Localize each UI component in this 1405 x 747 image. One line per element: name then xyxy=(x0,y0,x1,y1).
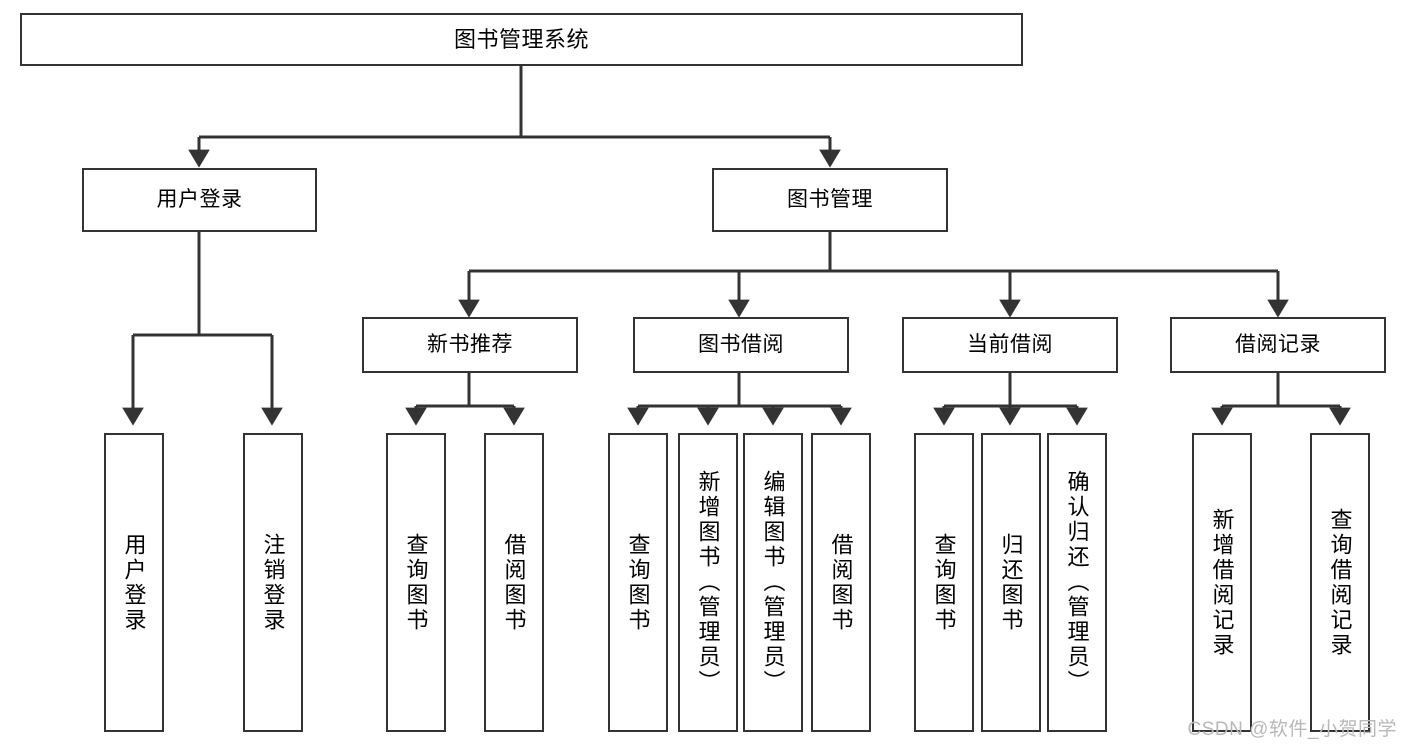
node-label: 注销登录 xyxy=(260,532,286,633)
node-label: 新增图书（管理员） xyxy=(695,470,721,695)
node-leaf-query-books-borrow[interactable]: 查询图书 xyxy=(608,433,668,732)
node-label: 图书管理系统 xyxy=(453,26,589,52)
node-leaf-user-login[interactable]: 用户登录 xyxy=(104,433,164,732)
node-new-book-recommendation[interactable]: 新书推荐 xyxy=(362,317,578,373)
node-leaf-confirm-return-admin[interactable]: 确认归还（管理员） xyxy=(1047,433,1107,732)
node-label: 确认归还（管理员） xyxy=(1064,470,1090,695)
node-book-management[interactable]: 图书管理 xyxy=(712,168,948,232)
node-label: 用户登录 xyxy=(156,187,243,211)
node-leaf-query-borrow-record[interactable]: 查询借阅记录 xyxy=(1310,433,1370,732)
node-label: 查询图书 xyxy=(403,532,429,633)
node-label: 借阅记录 xyxy=(1235,332,1321,356)
node-label: 编辑图书（管理员） xyxy=(760,470,786,695)
node-user-login[interactable]: 用户登录 xyxy=(82,168,317,232)
node-label: 图书管理 xyxy=(787,187,873,211)
node-leaf-add-borrow-record[interactable]: 新增借阅记录 xyxy=(1192,433,1252,732)
node-current-borrowing[interactable]: 当前借阅 xyxy=(902,317,1118,373)
node-label: 借阅图书 xyxy=(501,532,527,633)
node-label: 查询借阅记录 xyxy=(1327,507,1353,658)
node-label: 查询图书 xyxy=(625,532,651,633)
node-label: 归还图书 xyxy=(998,532,1024,633)
node-leaf-logout[interactable]: 注销登录 xyxy=(243,433,303,732)
node-leaf-return-books[interactable]: 归还图书 xyxy=(981,433,1041,732)
node-label: 图书借阅 xyxy=(698,332,784,356)
node-borrowing-records[interactable]: 借阅记录 xyxy=(1170,317,1386,373)
node-label: 借阅图书 xyxy=(828,532,854,633)
node-book-borrowing[interactable]: 图书借阅 xyxy=(633,317,849,373)
node-leaf-edit-book-admin[interactable]: 编辑图书（管理员） xyxy=(743,433,803,732)
watermark-text: CSDN @软件_小贺同学 xyxy=(1187,719,1397,740)
node-leaf-add-book-admin[interactable]: 新增图书（管理员） xyxy=(678,433,738,732)
node-label: 查询图书 xyxy=(931,532,957,633)
node-label: 新书推荐 xyxy=(427,332,513,356)
node-label: 当前借阅 xyxy=(967,332,1053,356)
node-leaf-borrow-books[interactable]: 借阅图书 xyxy=(811,433,871,732)
node-leaf-borrow-books-recommend[interactable]: 借阅图书 xyxy=(484,433,544,732)
node-leaf-query-books-current[interactable]: 查询图书 xyxy=(914,433,974,732)
node-label: 用户登录 xyxy=(121,532,147,633)
node-label: 新增借阅记录 xyxy=(1209,507,1235,658)
node-leaf-query-books-recommend[interactable]: 查询图书 xyxy=(386,433,446,732)
node-root-library-management-system[interactable]: 图书管理系统 xyxy=(20,13,1023,66)
